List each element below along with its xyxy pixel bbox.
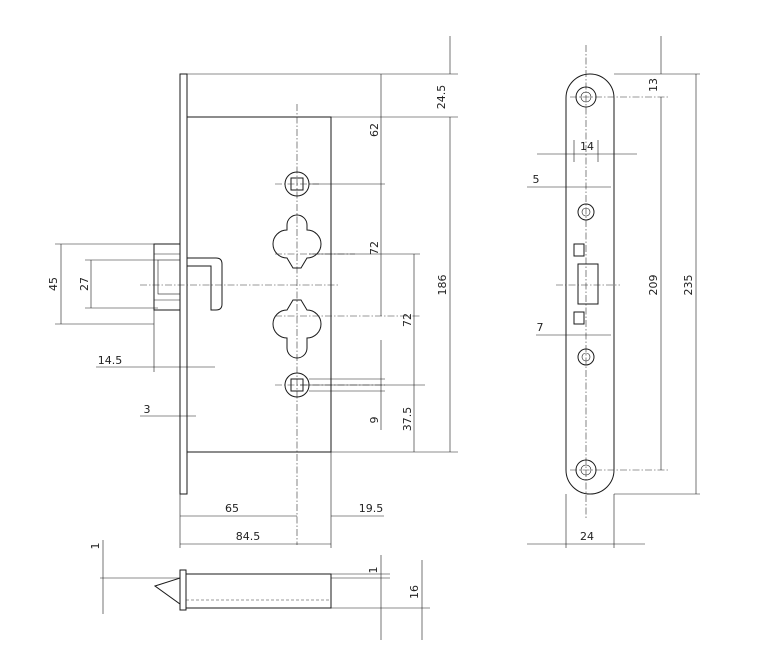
dim-bottom-follower-offset: 37.5 bbox=[401, 407, 414, 432]
dim-latch-projection: 14.5 bbox=[98, 354, 123, 367]
dim-case-depth: 84.5 bbox=[236, 530, 261, 543]
dim-offset-7: 7 bbox=[537, 321, 544, 334]
latch-tip bbox=[153, 577, 181, 605]
dim-faceplate-thickness: 3 bbox=[144, 403, 151, 416]
latch-bolt bbox=[140, 243, 340, 311]
keyhole-upper bbox=[272, 214, 322, 269]
dim-top-to-follower: 62 bbox=[368, 123, 381, 137]
dim-body-height: 16 bbox=[408, 585, 421, 599]
dim-flange-thickness: 1 bbox=[367, 567, 380, 574]
faceplate-front bbox=[565, 73, 615, 495]
front-view: 24.5 186 62 72 72 37.5 9 45 27 14.5 3 65 bbox=[47, 36, 458, 548]
keyhole-lower bbox=[272, 299, 322, 359]
dim-top-offset: 24.5 bbox=[435, 85, 448, 110]
dim-faceplate-to-edge: 19.5 bbox=[359, 502, 384, 515]
dim-cylinder-to-follower: 72 bbox=[401, 313, 414, 327]
dim-plate-height: 235 bbox=[682, 275, 695, 296]
side-view: 13 209 235 14 5 7 24 bbox=[527, 36, 700, 548]
lock-body-bottom bbox=[185, 573, 332, 609]
faceplate bbox=[179, 73, 188, 495]
faceplate-bottom bbox=[179, 569, 187, 611]
bottom-view: 1 1 16 bbox=[89, 540, 430, 640]
screw-hole-top bbox=[570, 86, 670, 108]
dim-slot-width: 14 bbox=[580, 140, 594, 153]
dim-top-hole: 13 bbox=[647, 78, 660, 92]
screw-hole-bottom bbox=[570, 459, 670, 481]
dim-offset-5: 5 bbox=[533, 173, 540, 186]
dim-latch-height: 45 bbox=[47, 277, 60, 291]
dim-plate-thickness: 1 bbox=[89, 543, 102, 550]
dim-follower-square: 9 bbox=[368, 417, 381, 424]
lock-case bbox=[186, 116, 332, 453]
dim-hole-spacing: 209 bbox=[647, 275, 660, 296]
screw-hole-lower bbox=[577, 348, 595, 366]
dim-backset: 65 bbox=[225, 502, 239, 515]
dim-latch-inner: 27 bbox=[78, 277, 91, 291]
dim-follower-to-cylinder: 72 bbox=[368, 241, 381, 255]
dim-plate-width: 24 bbox=[580, 530, 594, 543]
dim-case-height: 186 bbox=[436, 275, 449, 296]
screw-hole-upper bbox=[577, 203, 595, 221]
